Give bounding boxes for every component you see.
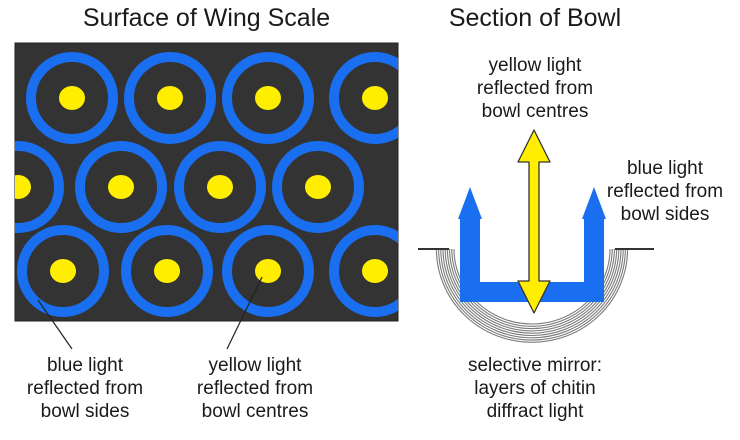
chitin-layer [435,248,629,343]
bowl-ring [272,141,364,233]
right-label-blue: blue light reflected from bowl sides [606,158,724,225]
bowl-centre-dot [255,259,281,283]
bowl-centre-dot [15,175,31,199]
chitin-layers [435,248,629,343]
right-panel-title: Section of Bowl [448,4,622,32]
bowl-ring [222,52,314,144]
bowl-centre-dot [154,259,180,283]
bowl-centre-dot [255,86,281,110]
blue-shaft-left [460,218,480,246]
right-label-yellow: yellow light reflected from bowl centres [476,55,594,122]
left-label-blue: blue light reflected from bowl sides [26,355,144,422]
bowl-centre-dot [207,175,233,199]
blue-shaft-right [584,218,604,246]
bowl-ring [26,52,118,144]
bowl-centre-dot [362,86,388,110]
chitin-layer [446,248,618,332]
bowl-section [418,129,654,343]
bowl-ring [329,52,398,144]
bowl-ring [17,225,109,317]
bowl-ring [329,225,398,317]
bowl-ring [15,141,64,233]
left-panel-title: Surface of Wing Scale [82,4,331,32]
bowl-centre-dot [305,175,331,199]
chitin-layer [449,248,615,330]
bowl-centre-dot [108,175,134,199]
bowl-centre-dot [50,259,76,283]
pointer-line-yellow [226,276,263,350]
left-label-yellow: yellow light reflected from bowl centres [196,355,314,422]
pointer-line-blue [37,299,73,350]
bowl-ring [124,52,216,144]
chitin-layer [442,248,622,337]
blue-arrow-left [458,187,482,219]
bowl-ring [174,141,266,233]
chitin-layer [438,248,626,341]
bowl-centre-dot [59,86,85,110]
yellow-double-arrow [517,129,551,314]
bowl-centre-dot [157,86,183,110]
right-label-mirror: selective mirror: layers of chitin diffr… [467,355,603,422]
bowl-ring [121,225,213,317]
bowl-grid [15,52,398,317]
bowl-ring [222,225,314,317]
chitin-layer [444,248,620,334]
bowl-ring [75,141,167,233]
chitin-layer [440,248,624,339]
blue-arrow-right [582,187,606,219]
bowl-centre-dot [362,259,388,283]
